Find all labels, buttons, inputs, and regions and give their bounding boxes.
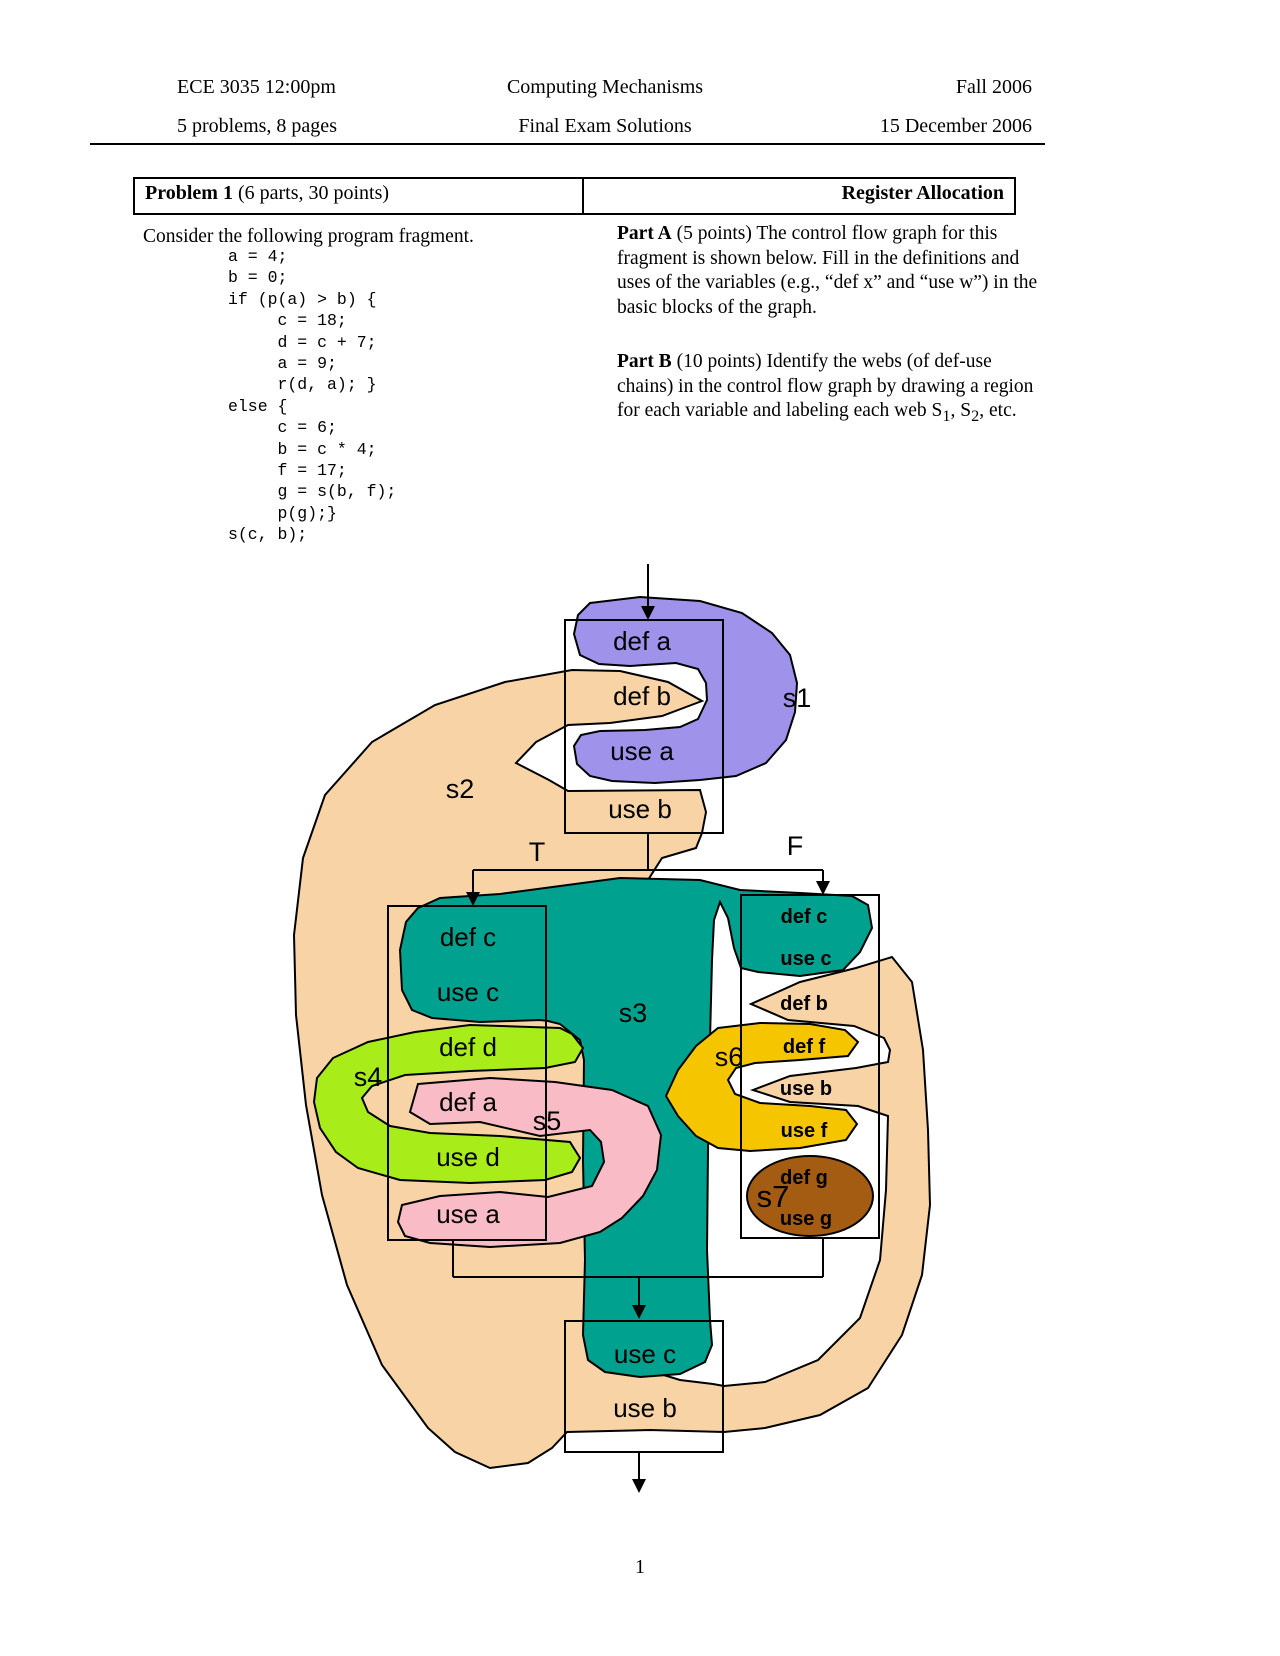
code-line: a = 9; <box>228 354 337 374</box>
header-pages: 5 problems, 8 pages <box>177 115 337 137</box>
part-a-paragraph: Part A (5 points) The control flow graph… <box>617 222 1049 320</box>
part-b-paragraph: Part B (10 points) Identify the webs (of… <box>617 350 1049 428</box>
page-number: 1 <box>635 1556 645 1578</box>
left-basic-block <box>387 905 547 1241</box>
code-line: f = 17; <box>228 461 347 481</box>
problem-title: Problem 1 <box>145 182 233 204</box>
left-block-use-a: use a <box>436 1199 500 1229</box>
top-block-use-a: use a <box>610 736 674 766</box>
web-s4-region <box>312 1023 585 1185</box>
web-s7-region <box>746 1155 874 1237</box>
right-block-def-g: def g <box>780 1167 828 1189</box>
part-a-label: Part A <box>617 223 672 244</box>
code-line: b = c * 4; <box>228 439 377 459</box>
web-s1-region <box>572 595 799 785</box>
top-basic-block <box>564 619 724 834</box>
header-course: ECE 3035 12:00pm <box>177 76 336 98</box>
part-b-text: (10 points) Identify the webs (of def-us… <box>617 351 1034 421</box>
code-line: d = c + 7; <box>228 332 377 352</box>
problem-title-cell: Problem 1 (6 parts, 30 points) <box>135 179 584 213</box>
right-basic-block <box>740 894 880 1239</box>
left-block-def-a: def a <box>439 1087 497 1117</box>
merge-arrowhead <box>632 1305 646 1319</box>
code-line: if (p(a) > b) { <box>228 289 377 309</box>
code-line: b = 0; <box>228 268 288 288</box>
web-s5-label: s5 <box>533 1106 562 1136</box>
top-block-def-b: def b <box>613 681 671 711</box>
problem-details: (6 parts, 30 points) <box>232 182 390 204</box>
bottom-block-use-b: use b <box>613 1393 677 1423</box>
left-block-def-d: def d <box>439 1032 497 1062</box>
header-rule <box>90 143 1045 145</box>
right-block-use-c: use c <box>780 948 831 970</box>
top-block-def-a: def a <box>613 626 671 656</box>
exit-arrowhead <box>632 1479 646 1493</box>
left-block-def-c: def c <box>440 922 496 952</box>
false-arrowhead <box>816 881 830 895</box>
web-s5-region <box>396 1076 663 1249</box>
right-block-def-f: def f <box>783 1036 826 1058</box>
web-s7-label: s7 <box>757 1179 790 1214</box>
code-line: r(d, a); } <box>228 375 377 395</box>
part-b-label: Part B <box>617 351 672 372</box>
true-arrowhead <box>466 892 480 906</box>
web-s4-label: s4 <box>354 1062 383 1092</box>
code-fragment: a = 4; b = 0; if (p(a) > b) { c = 18; d … <box>228 246 396 546</box>
code-line: c = 6; <box>228 418 337 438</box>
entry-arrowhead <box>641 606 655 620</box>
part-b-sub1: 1 <box>942 406 951 425</box>
right-block-def-b: def b <box>780 993 828 1015</box>
part-b-mid: , S <box>950 400 972 421</box>
web-s2-label: s2 <box>446 774 475 804</box>
web-s1-label: s1 <box>783 683 812 713</box>
code-line: c = 18; <box>228 311 347 331</box>
top-block-use-b: use b <box>608 794 672 824</box>
code-line: a = 4; <box>228 247 288 266</box>
header-subtitle: Final Exam Solutions <box>518 115 692 137</box>
problem-topic: Register Allocation <box>841 182 1004 204</box>
header-term: Fall 2006 <box>955 76 1032 98</box>
left-block-use-c: use c <box>437 977 499 1007</box>
web-s6-region <box>664 1021 860 1153</box>
part-b-sub2: 2 <box>971 406 980 425</box>
web-s6-label: s6 <box>715 1042 744 1072</box>
header-title: Computing Mechanisms <box>506 76 704 98</box>
right-block-def-c: def c <box>781 906 828 928</box>
bottom-block-use-c: use c <box>614 1339 676 1369</box>
problem-topic-cell: Register Allocation <box>584 179 1014 213</box>
code-line: g = s(b, f); <box>228 482 397 502</box>
right-block-use-b: use b <box>780 1078 832 1100</box>
false-branch-label: F <box>787 831 804 861</box>
web-s3-label: s3 <box>619 998 648 1028</box>
problem-banner: Problem 1 (6 parts, 30 points) Register … <box>133 177 1016 215</box>
intro-text: Consider the following program fragment. <box>143 226 474 247</box>
left-block-use-d: use d <box>436 1142 500 1172</box>
bottom-basic-block <box>564 1320 724 1453</box>
header-date: 15 December 2006 <box>879 115 1032 137</box>
code-line: s(c, b); <box>228 525 308 545</box>
part-b-end: , etc. <box>979 400 1017 421</box>
right-block-use-g: use g <box>780 1208 832 1230</box>
right-block-use-f: use f <box>781 1120 828 1142</box>
code-line: else { <box>228 396 288 416</box>
code-line: p(g);} <box>228 503 337 523</box>
part-a-text: (5 points) The control flow graph for th… <box>617 223 1038 318</box>
true-branch-label: T <box>529 837 546 867</box>
